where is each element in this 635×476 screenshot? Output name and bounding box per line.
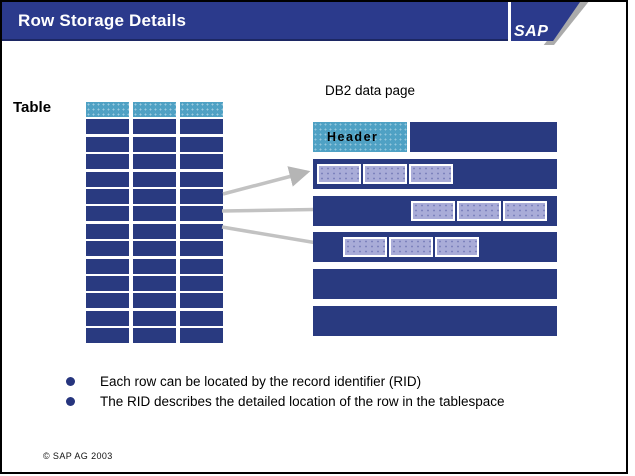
table-row-cell xyxy=(133,310,176,326)
table-row-cell xyxy=(180,241,223,257)
table-row-cell xyxy=(133,293,176,309)
page-header-box: Header xyxy=(313,122,407,152)
bullet-list: Each row can be located by the record id… xyxy=(66,374,505,413)
table-row-cell xyxy=(86,258,129,274)
table-label: Table xyxy=(13,99,52,116)
page-row-bar: Header xyxy=(313,122,557,152)
divider xyxy=(407,122,410,152)
record-cell xyxy=(411,200,455,221)
table-row-cell xyxy=(180,223,223,239)
page-row-bar xyxy=(313,305,557,336)
page-row-bar xyxy=(313,269,557,300)
record-cell xyxy=(409,163,453,184)
table-row-cell xyxy=(86,171,129,187)
table-row-cell xyxy=(133,328,176,344)
table-row-cell xyxy=(86,188,129,204)
table-row-cell xyxy=(86,241,129,257)
table-row-cell xyxy=(180,206,223,222)
table-row-cell xyxy=(180,258,223,274)
table-row-cell xyxy=(180,310,223,326)
record-group xyxy=(317,163,453,184)
db2-page-label: DB2 data page xyxy=(325,83,416,98)
table-row-cell xyxy=(133,171,176,187)
table-row-cell xyxy=(86,136,129,152)
table-row-cell xyxy=(86,310,129,326)
record-cell xyxy=(343,237,387,258)
table-row-cell xyxy=(133,258,176,274)
page-row-bar xyxy=(313,232,557,263)
db2-data-page: Header xyxy=(313,122,557,336)
list-item: The RID describes the detailed location … xyxy=(66,394,505,409)
page-row-bar xyxy=(313,158,557,189)
bullet-text: Each row can be located by the record id… xyxy=(100,374,422,389)
table-header-cell xyxy=(133,102,176,117)
table-row-cell xyxy=(86,119,129,135)
page-header-rest xyxy=(410,122,557,152)
table-row-cell xyxy=(180,136,223,152)
table-row-cell xyxy=(86,293,129,309)
table-row-cell xyxy=(86,328,129,344)
page-row-bar xyxy=(313,195,557,226)
table-row-cell xyxy=(86,154,129,170)
table-grid xyxy=(86,102,223,344)
table-row-cell xyxy=(133,223,176,239)
table-header-cell xyxy=(86,102,129,117)
table-row-cell xyxy=(86,223,129,239)
record-cell xyxy=(457,200,501,221)
table-row-cell xyxy=(133,206,176,222)
bullet-text: The RID describes the detailed location … xyxy=(100,393,505,409)
table-row-cell xyxy=(133,241,176,257)
record-group xyxy=(411,200,547,221)
rid-arrow-1 xyxy=(222,166,311,196)
record-cell xyxy=(435,237,479,258)
record-cell xyxy=(317,163,361,184)
table-row-cell xyxy=(133,188,176,204)
table-header-cell xyxy=(180,102,223,117)
record-cell xyxy=(503,200,547,221)
record-group xyxy=(343,237,479,258)
table-row-cell xyxy=(180,188,223,204)
sap-logo-text: SAP xyxy=(514,23,549,40)
table-row-cell xyxy=(180,275,223,291)
record-cell xyxy=(389,237,433,258)
bullet-icon xyxy=(66,377,75,386)
table-row-cell xyxy=(180,328,223,344)
table-row-cell xyxy=(180,119,223,135)
list-item: Each row can be located by the record id… xyxy=(66,374,505,389)
page-header-label: Header xyxy=(327,130,379,144)
table-row-cell xyxy=(180,154,223,170)
table-row-cell xyxy=(133,275,176,291)
record-cell xyxy=(363,163,407,184)
table-row-cell xyxy=(86,206,129,222)
table-row-cell xyxy=(133,136,176,152)
bullet-icon xyxy=(66,396,75,406)
copyright-text: © SAP AG 2003 xyxy=(43,451,113,461)
table-row-cell xyxy=(133,119,176,135)
table-row-cell xyxy=(180,293,223,309)
table-row-cell xyxy=(86,275,129,291)
page-title: Row Storage Details xyxy=(18,11,187,30)
title-bar: Row Storage Details xyxy=(2,2,508,41)
table-row-cell xyxy=(180,171,223,187)
table-row-cell xyxy=(133,154,176,170)
